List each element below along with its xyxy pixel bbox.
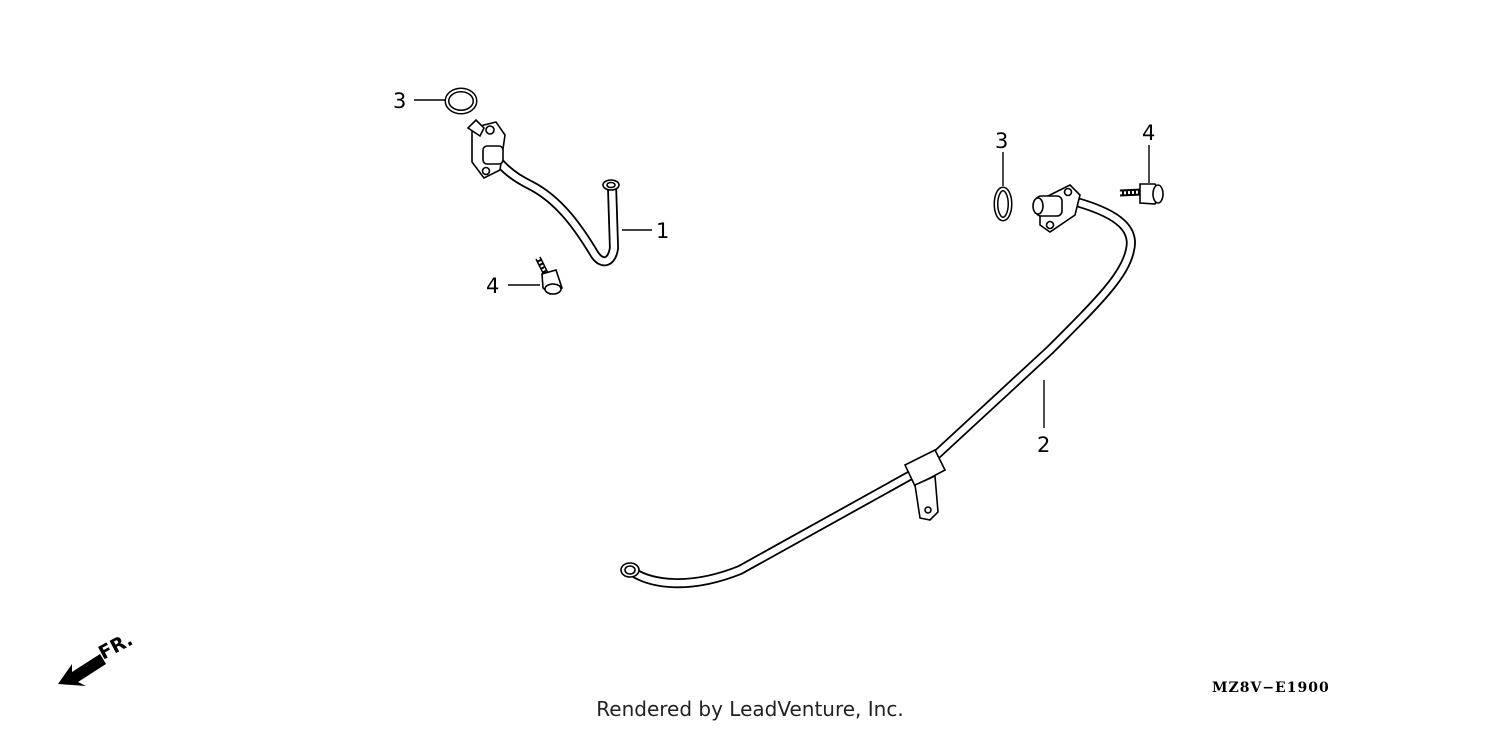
o-ring-part-3-left <box>444 87 478 115</box>
pipe-part-2 <box>620 184 1136 589</box>
front-direction-arrow-icon: FR. <box>58 628 136 686</box>
o-ring-part-3-right <box>993 186 1013 222</box>
bolt-part-4-right <box>1119 183 1164 205</box>
diagram-code: MZ8V−E1900 <box>1212 680 1330 696</box>
pipe-part-1 <box>466 118 620 267</box>
callout-part-1: 1 <box>656 219 669 243</box>
callout-part-4-right: 4 <box>1142 121 1155 145</box>
leader-lines <box>414 99 1150 428</box>
callout-part-4-left: 4 <box>486 274 499 298</box>
bolt-part-4-left <box>535 256 563 295</box>
credit-text: Rendered by LeadVenture, Inc. <box>596 697 904 721</box>
callout-part-3-left: 3 <box>393 89 406 113</box>
callout-part-2: 2 <box>1037 433 1050 457</box>
callout-part-3-right: 3 <box>995 129 1008 153</box>
